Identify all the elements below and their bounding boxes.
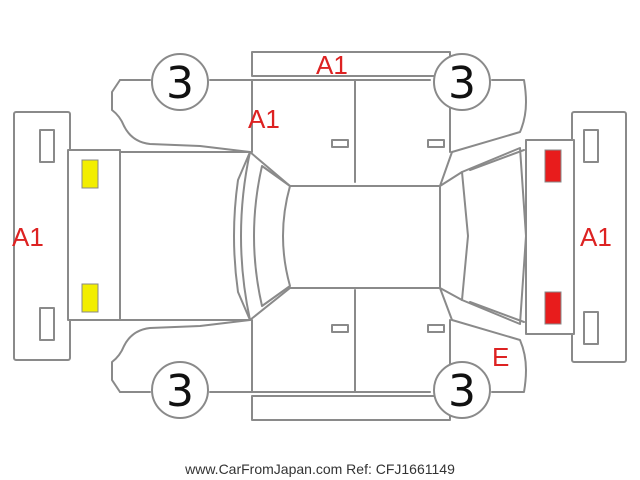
tire-rear-left-tread: 3 bbox=[448, 58, 476, 109]
damage-label-front-panel: A1 bbox=[12, 222, 44, 252]
front-marker-top bbox=[81, 159, 99, 189]
car-side-top bbox=[111, 79, 527, 183]
damage-label-windshield: A1 bbox=[248, 104, 280, 134]
tire-front-right: 3 bbox=[151, 361, 209, 419]
front-marker-bottom bbox=[81, 283, 99, 313]
damage-label-roof: A1 bbox=[316, 50, 348, 80]
rear-marker-top bbox=[544, 149, 562, 183]
roof-bottom-panel bbox=[251, 395, 451, 421]
roof-top-panel bbox=[251, 51, 451, 77]
damage-label-rear-panel: A1 bbox=[580, 222, 612, 252]
tire-front-left-tread: 3 bbox=[166, 58, 194, 109]
windshield bbox=[240, 151, 291, 321]
rear-bumper-panel bbox=[571, 111, 627, 363]
tire-front-right-tread: 3 bbox=[166, 366, 194, 417]
rear-marker-bottom bbox=[544, 291, 562, 325]
damage-label-rear-quarter: E bbox=[492, 342, 509, 372]
tire-rear-right: 3 bbox=[433, 361, 491, 419]
car-side-bottom bbox=[111, 289, 527, 393]
tire-rear-right-tread: 3 bbox=[448, 366, 476, 417]
cabin-roof bbox=[249, 151, 441, 321]
tire-rear-left: 3 bbox=[433, 53, 491, 111]
footer-reference: www.CarFromJapan.com Ref: CFJ1661149 bbox=[184, 461, 455, 477]
tire-front-left: 3 bbox=[151, 53, 209, 111]
